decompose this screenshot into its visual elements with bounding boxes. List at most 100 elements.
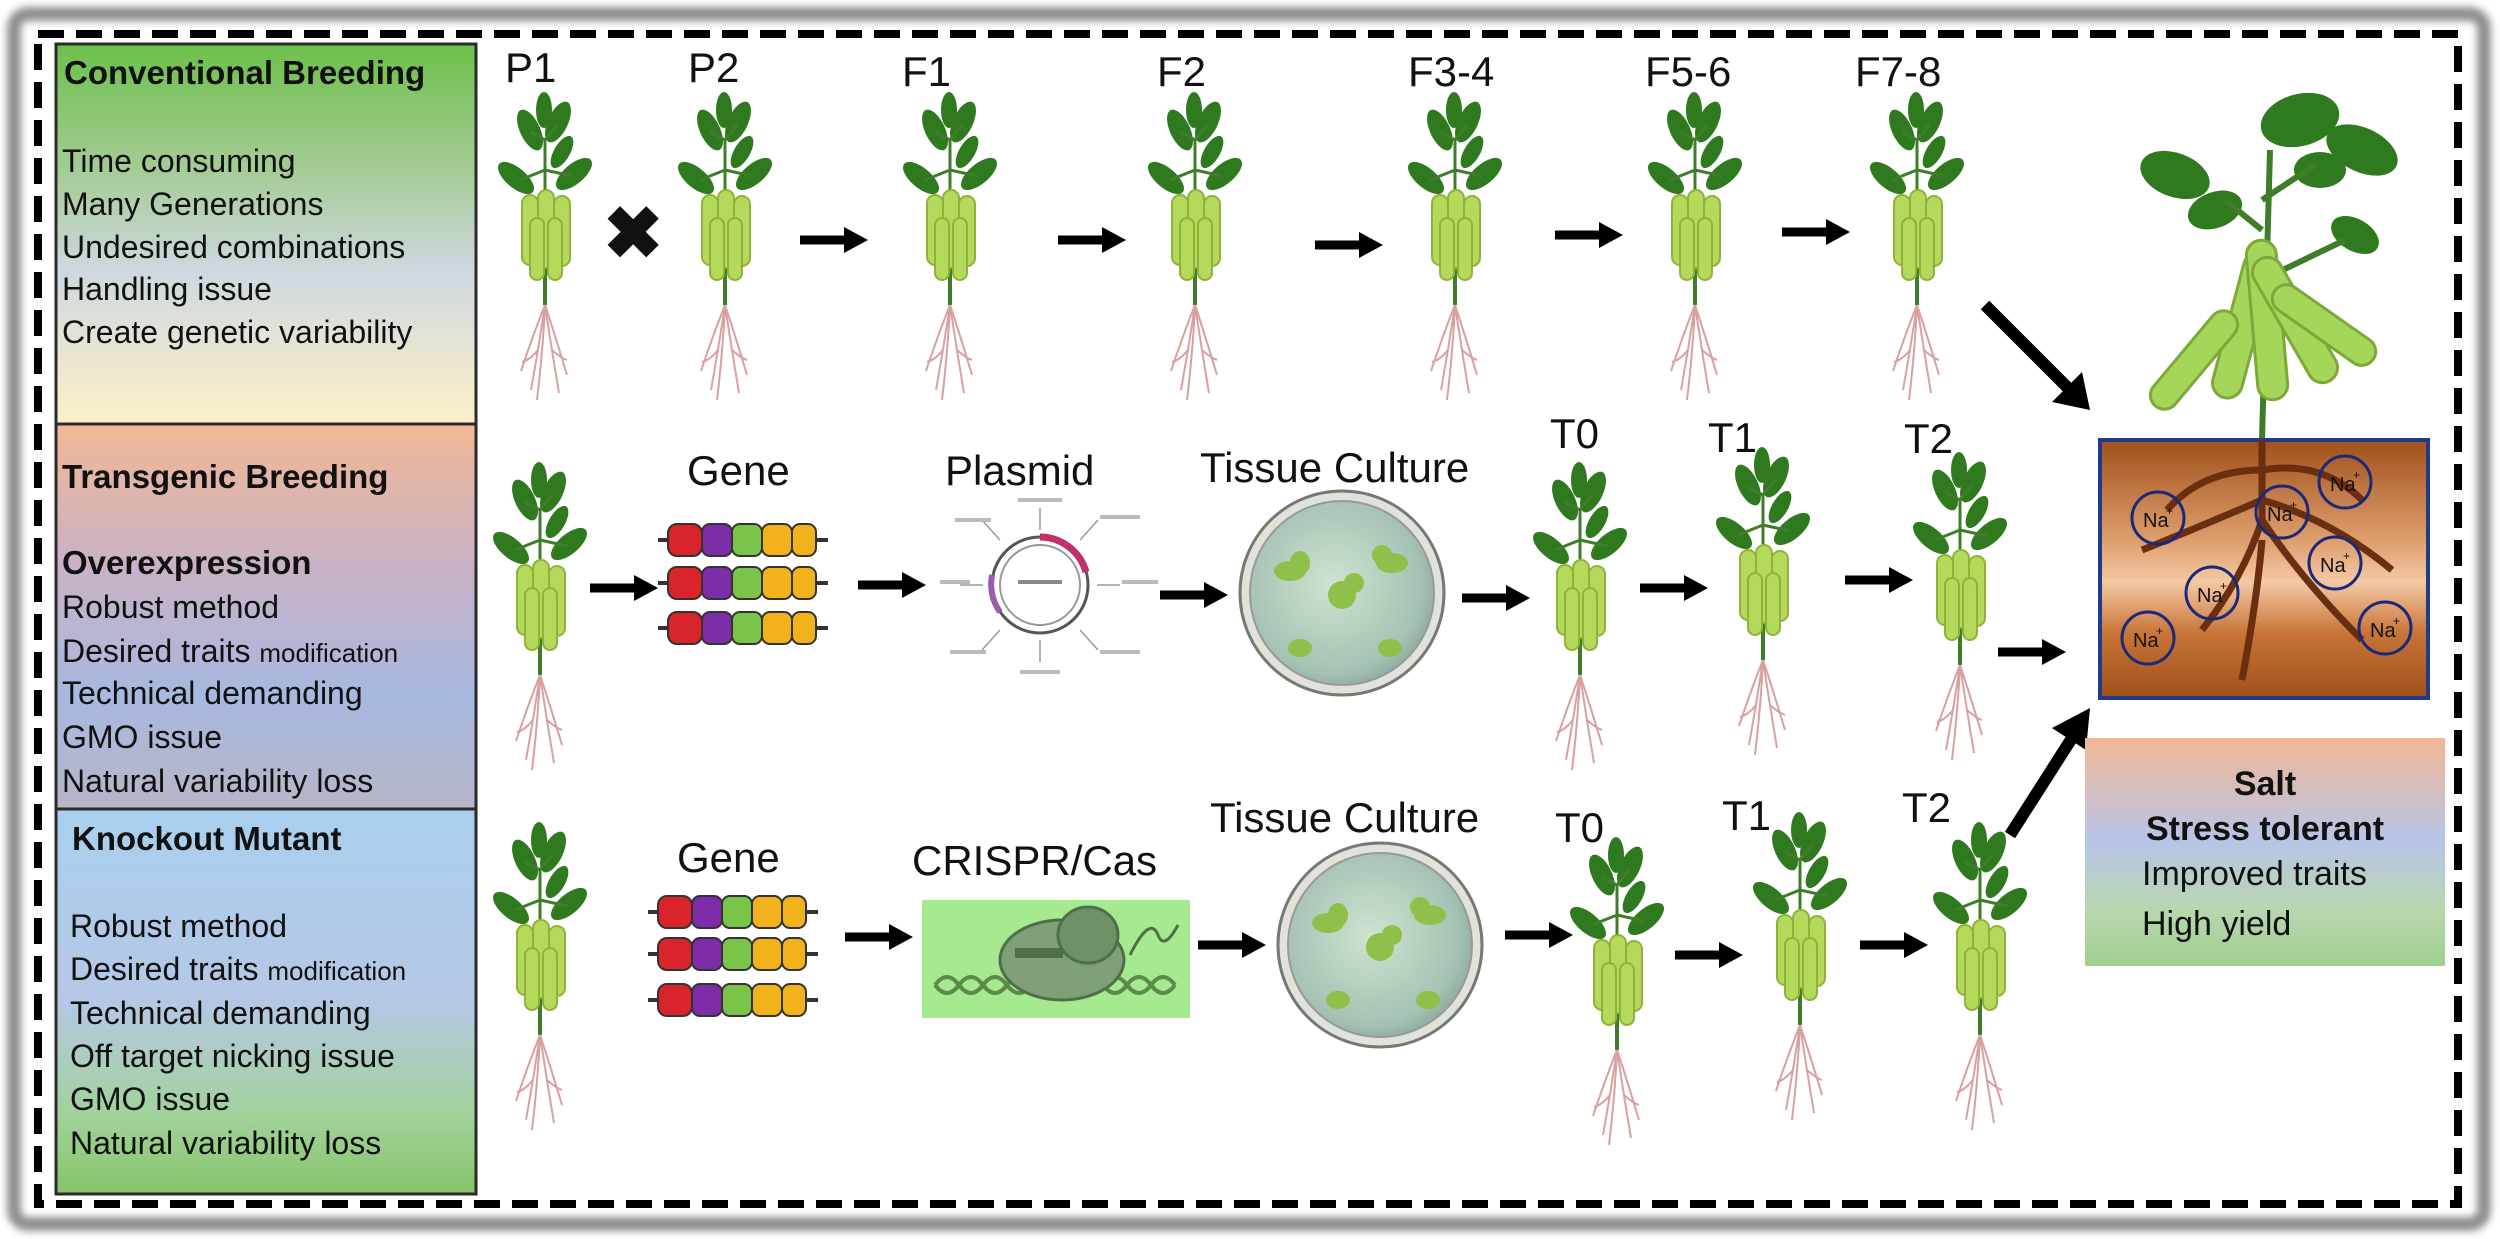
svg-text:+: +: [2166, 504, 2173, 518]
crispr-label: CRISPR/Cas: [912, 837, 1157, 884]
tissue-culture-label: Tissue Culture: [1210, 794, 1479, 841]
dashed-frame: [34, 30, 2462, 1208]
petri-dish-icon: [1238, 489, 1446, 697]
soybean-plant-icon: [895, 90, 1005, 402]
panel-item: Time consuming: [62, 143, 296, 179]
panel-transgenic: Transgenic Breeding Overexpression Robus…: [54, 422, 478, 811]
result-line: Salt: [2234, 765, 2296, 803]
panel-title: Knockout Mutant: [72, 820, 341, 857]
soybean-plant-icon: [490, 90, 600, 402]
generation-label: T0: [1555, 804, 1604, 851]
panel-title: Transgenic Breeding: [62, 458, 388, 495]
generation-label: F2: [1157, 48, 1206, 95]
panel-item: Desired traits modification: [70, 951, 406, 987]
arrow-icon: [1782, 219, 1850, 245]
panel-title: Conventional Breeding: [64, 54, 425, 91]
arrow-icon: [845, 924, 913, 950]
panel-item: Technical demanding: [70, 995, 371, 1031]
result-line: High yield: [2142, 905, 2291, 943]
arrow-icon: [800, 227, 868, 253]
arrow-icon: [1675, 942, 1743, 968]
sodium-ion: Na+: [2130, 490, 2186, 546]
panel-item: Create genetic variability: [62, 314, 412, 350]
panel-knockout: Knockout Mutant Robust method Desired tr…: [54, 807, 478, 1196]
arrow-icon: [590, 575, 658, 601]
svg-text:+: +: [2343, 549, 2350, 563]
saline-soil: Na+ Na+ Na+ Na+ Na+ Na+: [2098, 438, 2430, 700]
soybean-plant-icon: [485, 460, 595, 772]
soybean-plant-icon: [1925, 820, 2035, 1132]
arrow-icon: [1315, 232, 1383, 258]
sodium-ion: Na+: [2254, 484, 2310, 540]
panel-conventional: Conventional Breeding Time consuming Man…: [54, 42, 478, 426]
svg-text:Na: Na: [2197, 585, 2223, 607]
svg-text:+: +: [2353, 468, 2360, 482]
arrow-icon: [1555, 222, 1623, 248]
svg-text:+: +: [2393, 614, 2400, 628]
soybean-plant-icon: [485, 820, 595, 1132]
svg-text:Na: Na: [2267, 504, 2293, 526]
row-conventional: P1 P2 F1 F2 F3-4 F5-6 F7-8 ✖: [490, 44, 2090, 410]
arrow-icon: [1462, 585, 1530, 611]
panel-item: Natural variability loss: [70, 1125, 381, 1161]
generation-label: F5-6: [1645, 48, 1731, 95]
soybean-plant-icon: [1905, 450, 2015, 762]
soybean-plant-icon: [1640, 90, 1750, 402]
panel-item: Undesired combinations: [62, 229, 405, 265]
generation-label: T1: [1708, 414, 1757, 461]
soybean-plant-icon: [1525, 460, 1635, 772]
result-box: Salt Stress tolerant Improved traits Hig…: [2085, 738, 2445, 966]
cross-icon: ✖: [603, 194, 663, 274]
arrow-icon: [1058, 227, 1126, 253]
generation-label: T2: [1902, 784, 1951, 831]
petri-dish-icon: [1276, 841, 1484, 1049]
soybean-plant-icon: [670, 90, 780, 402]
svg-text:+: +: [2220, 579, 2227, 593]
tissue-culture-label: Tissue Culture: [1200, 444, 1469, 491]
soybean-plant-icon: [1708, 445, 1818, 757]
soybean-plant-icon: [1745, 810, 1855, 1122]
gene-construct-icon: [656, 522, 830, 646]
soybean-plant-icon: [1562, 835, 1672, 1147]
pods-icon: [2148, 238, 2378, 411]
panel-item: Many Generations: [62, 186, 323, 222]
sodium-ion: Na+: [2120, 610, 2176, 666]
result-line: Improved traits: [2142, 855, 2367, 893]
outer-frame: [7, 7, 2491, 1231]
svg-text:Na: Na: [2370, 620, 2396, 642]
gene-label: Gene: [687, 447, 790, 494]
panel-item: Robust method: [70, 908, 287, 944]
crispr-cas-icon: [922, 900, 1190, 1018]
svg-text:Na: Na: [2330, 474, 2356, 496]
arrow-icon: [1640, 575, 1708, 601]
panel-item: Technical demanding: [62, 675, 363, 711]
arrow-icon: [1505, 922, 1573, 948]
generation-label: T1: [1722, 792, 1771, 839]
arrow-icon: [1980, 300, 2090, 410]
arrow-icon: [1845, 567, 1913, 593]
sodium-ion: Na+: [2357, 600, 2413, 656]
arrow-icon: [858, 572, 926, 598]
panel-item: Off target nicking issue: [70, 1038, 395, 1074]
soybean-plant-icon: [1862, 90, 1972, 402]
panel-item: Natural variability loss: [62, 763, 373, 799]
result-plant: Na+ Na+ Na+ Na+ Na+ Na+: [2098, 92, 2430, 700]
arrow-icon: [1860, 932, 1928, 958]
panel-item: GMO issue: [62, 719, 222, 755]
generation-label: P1: [505, 44, 556, 91]
roots-icon: [2140, 440, 2395, 681]
sodium-ion: Na+: [2184, 565, 2240, 621]
gene-label: Gene: [677, 834, 780, 881]
generation-label: T0: [1550, 410, 1599, 457]
soybean-plant-icon: [1400, 90, 1510, 402]
panel-item: GMO issue: [70, 1081, 230, 1117]
soybean-plant-icon: [1140, 90, 1250, 402]
generation-label: F7-8: [1855, 48, 1941, 95]
svg-text:+: +: [2156, 624, 2163, 638]
svg-text:+: +: [2290, 498, 2297, 512]
generation-label: T2: [1904, 415, 1953, 462]
gene-construct-icon: [646, 894, 820, 1018]
svg-text:Na: Na: [2133, 630, 2159, 652]
arrow-icon: [2004, 708, 2090, 839]
